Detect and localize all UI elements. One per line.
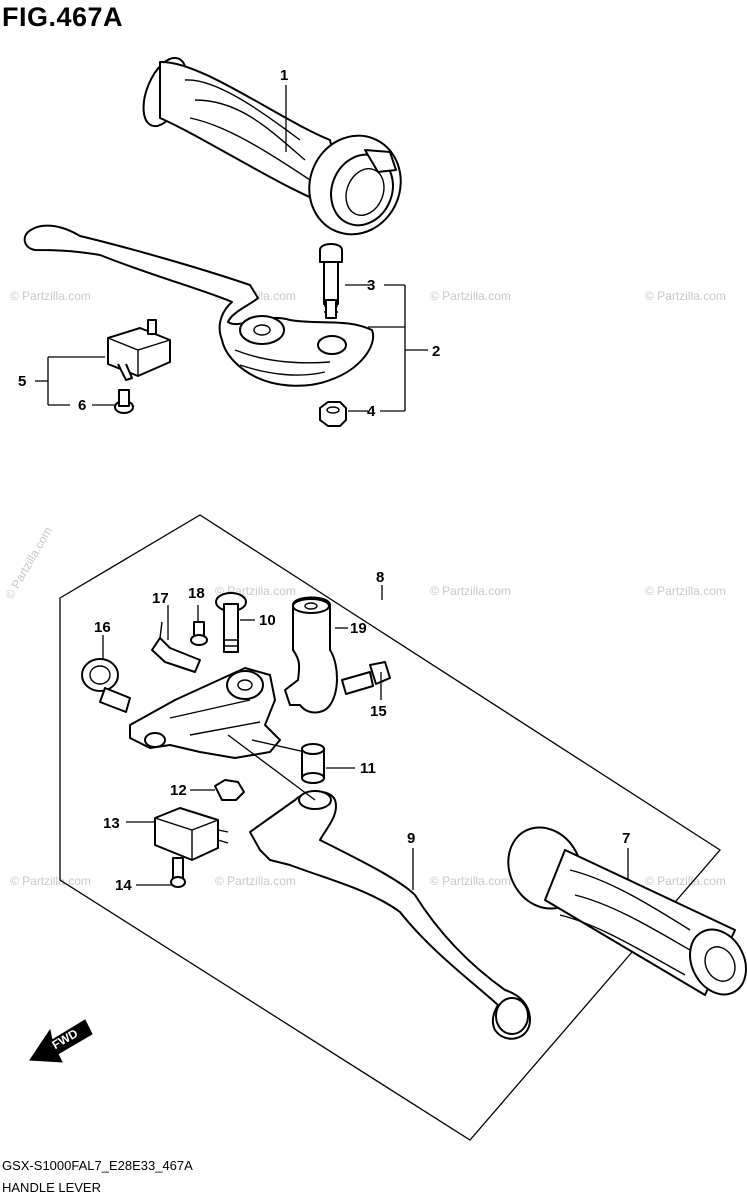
callout-11: 11 xyxy=(360,760,376,777)
callout-16: 16 xyxy=(94,619,111,636)
model-code: GSX-S1000FAL7_E28E33_467A xyxy=(2,1158,193,1173)
bolt-part-3 xyxy=(319,243,343,319)
clutch-bracket xyxy=(129,667,281,759)
nut-part-12 xyxy=(214,779,245,801)
callout-19: 19 xyxy=(350,620,367,637)
collar-part-11 xyxy=(301,743,325,784)
callout-13: 13 xyxy=(103,815,120,832)
callout-lines-lower xyxy=(102,585,629,890)
bracket-part-17 xyxy=(151,621,201,673)
callout-17: 17 xyxy=(152,590,169,607)
watermark: © Partzilla.com xyxy=(215,874,296,888)
watermark: © Partzilla.com xyxy=(430,874,511,888)
left-grip-part-7 xyxy=(507,826,747,996)
callout-lines-upper xyxy=(35,85,428,412)
bolt-part-15 xyxy=(341,661,391,695)
clamp-part-19 xyxy=(284,596,338,714)
screw-part-18 xyxy=(190,621,208,646)
callout-9: 9 xyxy=(407,830,415,847)
callout-8: 8 xyxy=(376,569,384,586)
callout-7: 7 xyxy=(622,830,630,847)
screw-part-14 xyxy=(170,857,186,888)
callout-18: 18 xyxy=(188,585,205,602)
watermark: © Partzilla.com xyxy=(645,289,726,303)
watermark: © Partzilla.com xyxy=(10,289,91,303)
brake-lever-part-2 xyxy=(23,224,375,387)
callout-15: 15 xyxy=(370,703,387,720)
watermarks: © Partzilla.com © Partzilla.com © Partzi… xyxy=(10,289,726,888)
nut-part-4 xyxy=(319,401,347,427)
watermark: © Partzilla.com xyxy=(645,584,726,598)
watermark: © Partzilla.com xyxy=(430,289,511,303)
callout-6: 6 xyxy=(78,397,86,414)
figure-name: HANDLE LEVER xyxy=(2,1180,101,1195)
fwd-arrow-icon: FWD xyxy=(29,1019,93,1063)
adjuster-knob-part-16 xyxy=(81,658,131,713)
watermark: © Partzilla.com xyxy=(10,874,91,888)
clutch-lever-part-9 xyxy=(249,790,531,1040)
callout-12: 12 xyxy=(170,782,187,799)
callout-3: 3 xyxy=(367,277,375,294)
watermark: © Partzilla.com xyxy=(430,584,511,598)
callout-14: 14 xyxy=(115,877,132,894)
throttle-grip-part-1 xyxy=(142,56,402,236)
assembly-outline-part-8 xyxy=(59,514,721,1141)
switch-part-13 xyxy=(154,807,229,861)
switch-part-5 xyxy=(107,319,171,381)
watermark: © Partzilla.com xyxy=(645,874,726,888)
figure-title: FIG.467A xyxy=(2,2,124,32)
watermark-rotated: © Partzilla.com xyxy=(2,524,55,601)
callout-5: 5 xyxy=(18,373,26,390)
bolt-part-10 xyxy=(215,592,247,653)
callout-numbers: 1 3 2 4 5 6 8 17 18 10 19 16 15 11 12 13… xyxy=(18,67,630,894)
callout-1: 1 xyxy=(280,67,288,84)
callout-2: 2 xyxy=(432,343,440,360)
callout-10: 10 xyxy=(259,612,276,629)
screw-part-6 xyxy=(114,389,134,414)
callout-4: 4 xyxy=(367,403,376,420)
